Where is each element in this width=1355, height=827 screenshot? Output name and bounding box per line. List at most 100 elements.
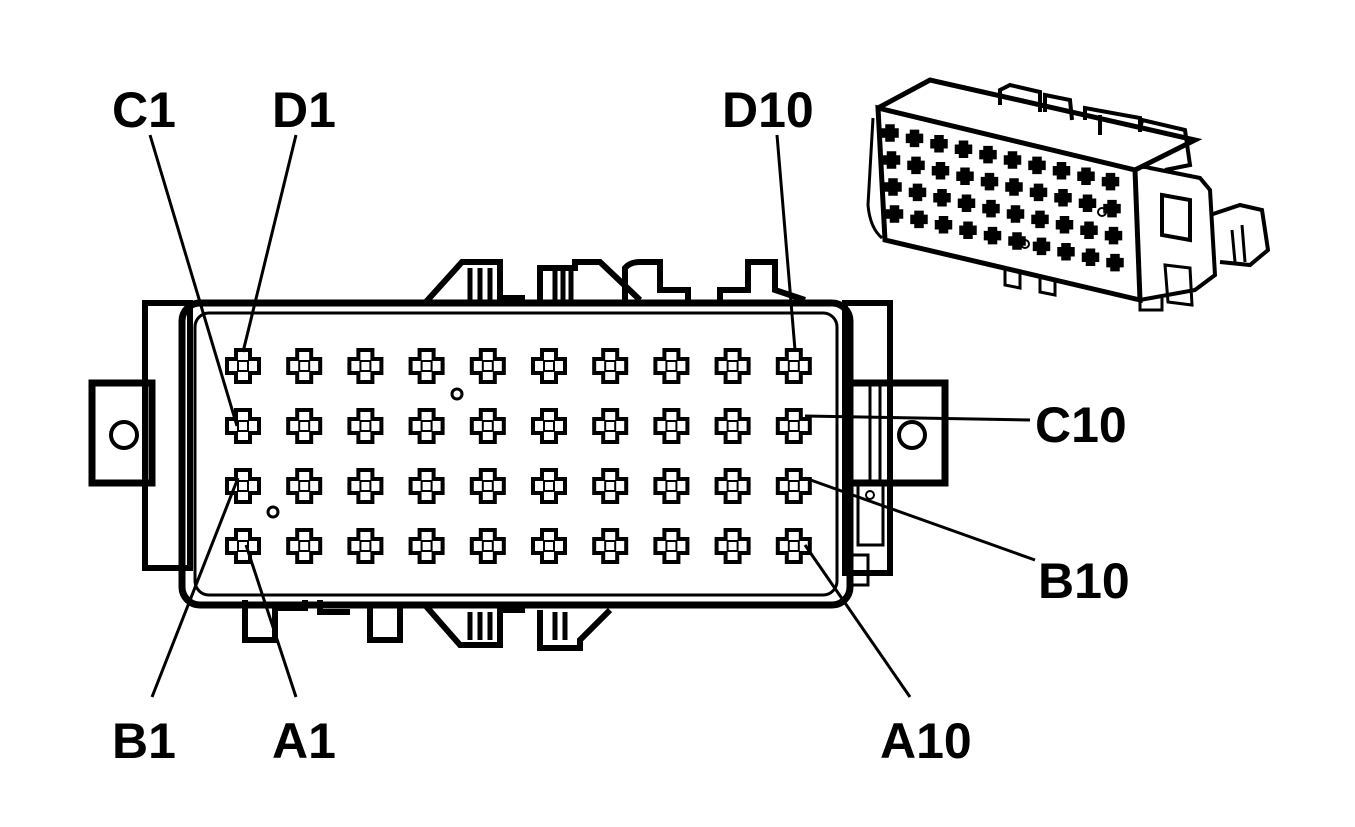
leader-line-c1 bbox=[148, 134, 239, 427]
pin-label-d1: D1 bbox=[272, 82, 336, 138]
connector-body-outline bbox=[178, 299, 854, 609]
iso-cavity-a5 bbox=[983, 226, 1002, 245]
terminal-cavity-b9 bbox=[714, 468, 751, 504]
iso-cavity-b9 bbox=[1080, 221, 1098, 239]
iso-cavity-a6 bbox=[1008, 232, 1026, 250]
terminal-cavity-d6 bbox=[531, 348, 567, 384]
iso-cavity-d6 bbox=[1003, 151, 1022, 169]
iso-cavity-d8 bbox=[1052, 162, 1071, 180]
terminal-cavity-c4 bbox=[408, 408, 445, 444]
terminal-cavity-c8 bbox=[653, 408, 690, 444]
connector-body-inner-rim bbox=[193, 311, 839, 597]
polarization-dot-lower bbox=[266, 505, 280, 519]
terminal-cavity-d5 bbox=[469, 348, 506, 384]
pin-label-b1: B1 bbox=[112, 713, 176, 769]
iso-cavity-a1 bbox=[885, 205, 904, 223]
iso-cavity-d3 bbox=[930, 135, 948, 153]
iso-cavity-a4 bbox=[959, 221, 977, 239]
leader-line-b1 bbox=[150, 477, 240, 698]
terminal-cavity-c2 bbox=[286, 408, 323, 444]
polarization-dot-upper bbox=[450, 387, 464, 401]
iso-cavity-c4 bbox=[956, 167, 974, 185]
pin-label-a10: A10 bbox=[880, 713, 972, 769]
connector-isometric-view bbox=[866, 77, 1271, 312]
terminal-cavity-a3 bbox=[347, 528, 384, 564]
iso-cavity-b10 bbox=[1104, 226, 1123, 245]
pin-label-b10: B10 bbox=[1038, 553, 1130, 609]
iso-cavity-d7 bbox=[1028, 156, 1046, 175]
iso-cavity-b3 bbox=[933, 189, 951, 207]
terminal-cavity-c10 bbox=[775, 408, 812, 444]
terminal-cavity-a5 bbox=[469, 528, 506, 564]
terminal-cavity-a4 bbox=[408, 528, 445, 564]
iso-cavity-b5 bbox=[982, 199, 1000, 218]
terminal-cavity-c7 bbox=[592, 408, 629, 444]
terminal-cavity-b7 bbox=[592, 468, 629, 504]
top-latch bbox=[422, 259, 806, 306]
iso-cavity-c8 bbox=[1054, 189, 1072, 207]
iso-cavity-d9 bbox=[1077, 167, 1095, 185]
leader-line-d10 bbox=[775, 134, 797, 351]
iso-cavity-a9 bbox=[1081, 248, 1100, 266]
terminal-cavity-a6 bbox=[531, 528, 567, 564]
iso-cavity-b7 bbox=[1031, 210, 1049, 229]
terminal-cavity-a7 bbox=[592, 528, 629, 564]
terminal-cavity-a10 bbox=[775, 528, 812, 564]
terminal-cavity-b2 bbox=[286, 468, 323, 504]
terminal-cavity-b10 bbox=[775, 468, 812, 504]
iso-cavity-b1 bbox=[884, 178, 902, 196]
iso-cavity-d5 bbox=[979, 145, 997, 164]
pin-label-c1: C1 bbox=[112, 82, 176, 138]
terminal-cavity-b4 bbox=[408, 468, 445, 504]
isometric-cavity-grid bbox=[881, 124, 1124, 272]
terminal-cavity-b1 bbox=[225, 468, 261, 504]
iso-cavity-d1 bbox=[881, 124, 899, 142]
iso-cavity-b4 bbox=[957, 194, 976, 212]
terminal-cavity-c5 bbox=[469, 408, 506, 444]
iso-cavity-c1 bbox=[882, 151, 901, 169]
iso-cavity-a8 bbox=[1057, 243, 1075, 261]
iso-cavity-c5 bbox=[980, 172, 999, 191]
connector-face-view bbox=[88, 259, 949, 651]
terminal-cavity-c3 bbox=[347, 408, 384, 444]
iso-cavity-a10 bbox=[1106, 253, 1124, 272]
terminal-cavity-b5 bbox=[469, 468, 506, 504]
leader-line-a10 bbox=[803, 544, 912, 698]
terminal-cavity-grid bbox=[225, 348, 812, 564]
iso-cavity-c7 bbox=[1029, 183, 1048, 202]
terminal-cavity-c6 bbox=[531, 408, 567, 444]
pin-label-d10: D10 bbox=[722, 82, 814, 138]
right-mounting-tab bbox=[842, 300, 949, 587]
pin-label-c10: C10 bbox=[1035, 397, 1127, 453]
iso-cavity-c3 bbox=[931, 162, 950, 180]
terminal-cavity-a1 bbox=[225, 528, 261, 564]
leader-line-c10 bbox=[804, 414, 1031, 422]
terminal-cavity-a8 bbox=[653, 528, 690, 564]
terminal-cavity-d1 bbox=[225, 348, 261, 384]
terminal-cavity-d2 bbox=[286, 348, 323, 384]
iso-cavity-c2 bbox=[907, 156, 925, 175]
terminal-cavity-b8 bbox=[653, 468, 690, 504]
terminal-cavity-d3 bbox=[347, 348, 384, 384]
iso-cavity-a3 bbox=[934, 216, 953, 234]
iso-cavity-d2 bbox=[905, 129, 924, 148]
iso-cavity-c6 bbox=[1005, 178, 1023, 196]
terminal-cavity-b6 bbox=[531, 468, 567, 504]
terminal-cavity-d7 bbox=[592, 348, 629, 384]
iso-cavity-b6 bbox=[1006, 205, 1025, 223]
iso-cavity-c9 bbox=[1078, 194, 1097, 212]
left-mounting-tab bbox=[88, 300, 193, 571]
terminal-cavity-a9 bbox=[714, 528, 751, 564]
terminal-cavity-b3 bbox=[347, 468, 384, 504]
iso-cavity-a7 bbox=[1032, 237, 1051, 256]
terminal-cavity-c9 bbox=[714, 408, 751, 444]
leader-lines bbox=[148, 134, 1036, 698]
iso-cavity-d4 bbox=[954, 140, 973, 158]
leader-line-a1 bbox=[244, 544, 298, 698]
bottom-latch bbox=[242, 600, 613, 651]
iso-cavity-b8 bbox=[1055, 216, 1074, 234]
terminal-cavity-a2 bbox=[286, 528, 323, 564]
iso-cavity-c10 bbox=[1103, 199, 1121, 218]
terminal-cavity-d9 bbox=[714, 348, 751, 384]
